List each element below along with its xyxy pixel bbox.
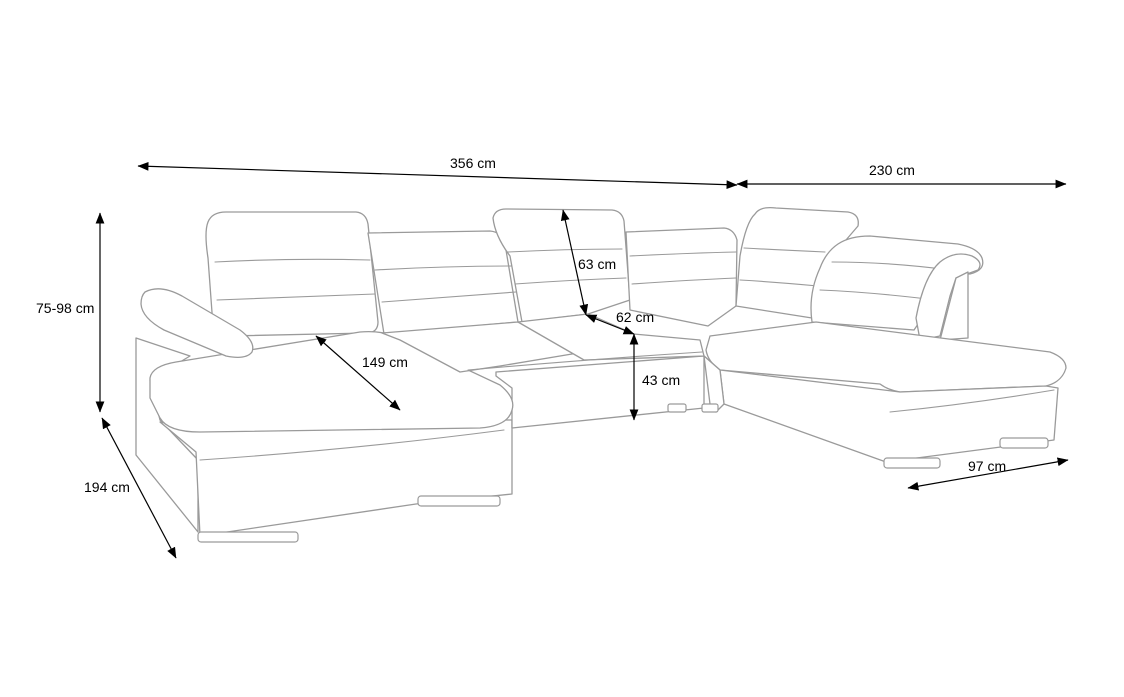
back-cushion-2 bbox=[367, 230, 519, 335]
foot-2 bbox=[417, 495, 501, 507]
dim-line-63 bbox=[560, 209, 589, 316]
label-left-depth: 194 cm bbox=[84, 479, 130, 495]
center-seat-base bbox=[495, 355, 705, 429]
foot-6 bbox=[999, 437, 1049, 449]
foot-4 bbox=[701, 403, 719, 413]
left-chaise-base bbox=[159, 419, 513, 537]
dim-line-62 bbox=[585, 314, 635, 335]
label-right-width: 230 cm bbox=[869, 162, 915, 178]
right-seat-block bbox=[703, 355, 725, 413]
foot-1 bbox=[197, 531, 299, 543]
foot-3 bbox=[667, 403, 687, 413]
dim-line-194 bbox=[101, 417, 177, 559]
dim-line-97 bbox=[907, 457, 1069, 491]
left-armrest bbox=[140, 288, 254, 358]
sofa-drawing bbox=[135, 206, 1067, 543]
label-height: 75-98 cm bbox=[36, 300, 94, 316]
label-seat-height: 43 cm bbox=[642, 372, 680, 388]
label-seat-depth: 62 cm bbox=[616, 309, 654, 325]
label-chaise-depth: 149 cm bbox=[362, 354, 408, 370]
right-headrest bbox=[735, 206, 859, 319]
left-headrest bbox=[205, 211, 379, 337]
foot-5 bbox=[883, 457, 941, 469]
dim-line-356 bbox=[137, 161, 738, 190]
label-backrest-height: 63 cm bbox=[578, 256, 616, 272]
dimension-labels: 356 cm 230 cm 75-98 cm 194 cm 149 cm 63 … bbox=[36, 155, 1006, 495]
right-armrest-side bbox=[939, 271, 969, 341]
dimension-lines bbox=[95, 161, 1069, 559]
dim-line-149 bbox=[315, 335, 401, 411]
right-armrest bbox=[915, 253, 981, 341]
label-right-chaise-width: 97 cm bbox=[968, 458, 1006, 474]
label-total-width: 356 cm bbox=[450, 155, 496, 171]
